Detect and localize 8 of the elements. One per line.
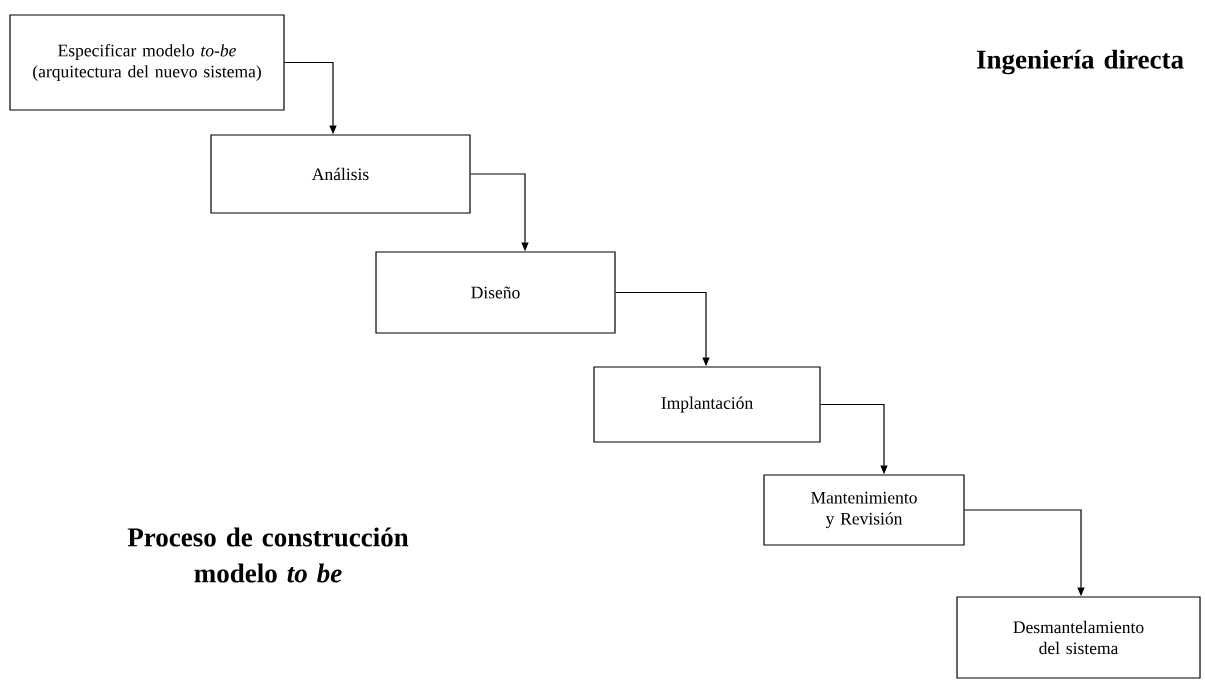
process-box: Diseño	[375, 251, 616, 334]
process-box: Desmantelamiento del sistema	[956, 596, 1201, 679]
heading: Proceso de construcción modelo to be	[127, 527, 409, 583]
heading: Ingeniería directa	[976, 49, 1184, 75]
process-box: Implantación	[593, 366, 821, 443]
process-box: Especificar modelo to-be (arquitectura del nuevo sistema)	[9, 14, 285, 111]
process-box: Mantenimiento y Revisión	[763, 474, 965, 546]
process-box: Análisis	[210, 134, 471, 214]
